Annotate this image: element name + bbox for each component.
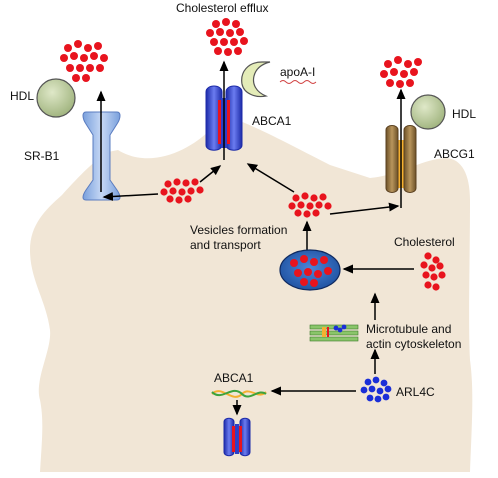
vesicles-label-line2: and transport [190,238,261,252]
abcg1-label: ABCG1 [434,147,475,161]
cholesterol-label: Cholesterol [394,235,455,249]
hdl-right-particle [410,94,446,130]
cholesterol-cluster-top-right [380,56,422,88]
microtubule-label-line2: actin cytoskeleton [366,337,461,351]
arl4c-cluster [360,376,392,403]
dna-helix-icon [211,389,267,398]
microtubule-label-line1: Microtubule and [366,322,451,336]
arrow-cluster-to-abca1 [199,165,222,183]
cholesterol-cluster-top-center [206,18,248,56]
apoa1-wavy-underline [279,80,317,84]
arl4c-label: ARL4C [396,385,435,399]
microtubule-icon [309,324,359,342]
vesicles-label-line1: Vesicles formation [190,223,287,237]
cholesterol-cluster-cell-right [420,252,446,291]
apoa1-icon [241,61,271,98]
hdl-left-particle [36,78,76,118]
abca1-top-label: ABCA1 [252,114,292,128]
cholesterol-cluster-top-left [60,40,108,82]
hdl-right-label: HDL [452,107,476,121]
abca1-bottom-label: ABCA1 [214,371,254,385]
sr-b1-label: SR-B1 [24,149,60,163]
cholesterol-cluster-cell-left [160,178,204,204]
arrow-center-to-abca1 [246,163,295,193]
cholesterol-efflux-title: Cholesterol efflux [176,1,269,15]
arrow-center-to-abcg1 [329,202,400,215]
abcg1-transporter [385,125,417,193]
arrow-to-srb1 [102,192,159,201]
hdl-left-label: HDL [10,89,34,103]
cholesterol-cluster-cell-center [288,192,332,218]
abca1-bottom-protein [223,417,251,457]
vesicle-icon [279,249,341,291]
apoa1-label: apoA-I [280,65,315,79]
cell-body [30,118,473,472]
